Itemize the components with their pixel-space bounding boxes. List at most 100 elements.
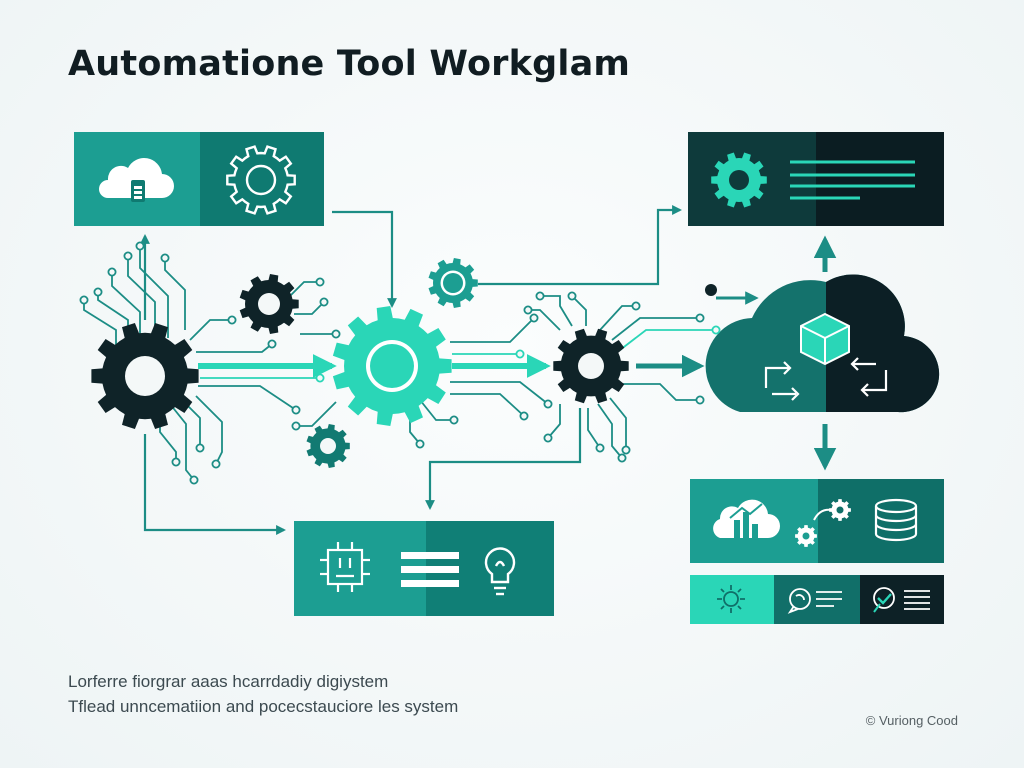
circuit-trace (419, 399, 454, 421)
trace-node (93, 287, 103, 297)
trace-node (315, 373, 325, 383)
trace-node (519, 411, 529, 421)
trace-node (415, 439, 425, 449)
trace-node (291, 405, 301, 415)
trace-node (711, 325, 721, 335)
trace-node (523, 305, 533, 315)
trace-node (331, 329, 341, 339)
circuit-trace (547, 404, 561, 439)
text-lines-icon (790, 160, 915, 200)
cloud-hub (705, 274, 940, 413)
gear-nodes (91, 258, 629, 468)
circuit-trace (622, 383, 700, 401)
gears-icon (795, 499, 851, 547)
panel-top-left-tile-b (200, 132, 324, 226)
trace-node (631, 301, 641, 311)
circuit-trace (450, 393, 525, 417)
gear-center (332, 306, 452, 426)
circuit-trace (296, 401, 337, 427)
circuit-trace (597, 403, 623, 459)
circuit-trace (294, 301, 325, 315)
trace-node (160, 253, 170, 263)
connector-dot (705, 284, 717, 296)
trace-node (123, 251, 133, 261)
panel-top-right (688, 132, 944, 226)
credit-text: © Vuriong Cood (865, 713, 958, 728)
description-line-2: Tflead unncematiion and pocecstauciore l… (68, 697, 459, 716)
circuit-trace (139, 246, 169, 338)
circuit-trace (164, 258, 186, 330)
circuit-trace (196, 343, 273, 353)
gear-icon (711, 152, 767, 208)
cube-icon (800, 312, 850, 366)
circuit-trace (587, 408, 601, 449)
arrow-to-top-right-panel (478, 205, 682, 286)
circuit-trace (450, 317, 535, 343)
trace-node (291, 421, 301, 431)
circuit-trace (83, 300, 117, 352)
circuit-traces (79, 241, 721, 485)
trace-node (621, 445, 631, 455)
arrow-to-bottom-panel (143, 434, 286, 535)
trace-node (543, 399, 553, 409)
circuit-trace (609, 397, 627, 450)
chat-list-icon (787, 588, 842, 614)
circuit-trace (198, 385, 297, 411)
gear-small-bottom (306, 424, 350, 468)
gear-icon (226, 145, 296, 215)
trace-node (535, 291, 545, 301)
panel-bottom-right-tile-b (818, 479, 944, 563)
cloud-battery-icon (99, 158, 174, 202)
gear-small-top (239, 274, 299, 334)
status-bar (690, 575, 944, 624)
trace-node (319, 297, 329, 307)
panel-bottom-center (294, 521, 554, 616)
circuit-trace (599, 305, 636, 331)
gear-small-aqua (428, 258, 478, 308)
panel-top-right-tile-b (816, 132, 944, 226)
circuit-trace (619, 329, 716, 351)
trace-node (211, 459, 221, 469)
trace-node (595, 443, 605, 453)
sun-icon (717, 585, 745, 613)
trace-node (135, 241, 145, 251)
circuit-chip-icon (320, 542, 370, 592)
database-icon (874, 498, 918, 542)
trace-node (79, 295, 89, 305)
trace-node (617, 453, 627, 463)
status-bar-tile-a (690, 575, 774, 624)
list-icon (401, 552, 459, 587)
trace-node (227, 315, 237, 325)
trace-node (695, 395, 705, 405)
gear-main-left (91, 323, 199, 429)
trace-node (567, 291, 577, 301)
circuit-trace (450, 381, 549, 405)
trace-node (107, 267, 117, 277)
circuit-trace (169, 403, 195, 481)
arrow-right-gear-to-bottom-panel (425, 408, 582, 510)
trace-node (267, 339, 277, 349)
trace-node (449, 415, 459, 425)
trace-node (195, 443, 205, 453)
cloud-chart-icon (713, 499, 780, 542)
check-list-icon (873, 587, 930, 613)
circuit-trace (289, 281, 320, 297)
trace-node (529, 313, 539, 323)
trace-node (515, 349, 525, 359)
circuit-trace (189, 319, 232, 341)
description-line-1: Lorferre fiorgrar aaas hcarrdadiy digiys… (68, 672, 389, 691)
trace-node (315, 277, 325, 287)
swap-arrows-icon (764, 357, 888, 401)
circuit-trace (195, 395, 223, 465)
arrow-panel-to-center-gear (332, 210, 397, 308)
lightbulb-icon (484, 547, 516, 596)
circuit-trace (571, 295, 587, 326)
trace-node (171, 457, 181, 467)
gear-right (553, 328, 629, 404)
diagram-title: Automatione Tool Workglam (68, 44, 631, 84)
panel-top-left (74, 132, 324, 226)
status-bar-tile-c (860, 575, 944, 624)
circuit-trace (611, 317, 700, 341)
